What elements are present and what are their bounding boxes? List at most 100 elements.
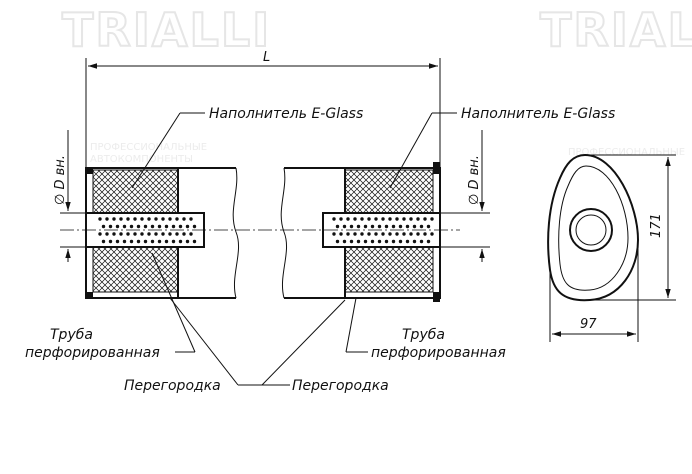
perforation-hole — [346, 232, 350, 236]
perforation-hole — [416, 232, 420, 236]
perforation-hole — [178, 224, 183, 229]
perforation-hole — [189, 217, 193, 221]
perforation-hole — [388, 232, 392, 236]
perforation-hole — [398, 224, 403, 229]
perforation-hole — [335, 224, 340, 229]
perforation-hole — [122, 224, 127, 229]
width-label: 97 — [580, 317, 597, 332]
perforation-hole — [171, 224, 176, 229]
perforation-hole — [367, 217, 371, 221]
perforation-hole — [126, 232, 130, 236]
perforation-hole — [374, 232, 378, 236]
pipe-label-left-line2: перфорированная — [25, 345, 160, 361]
perforation-hole — [360, 217, 364, 221]
perforation-hole — [119, 217, 123, 221]
perforation-hole — [129, 239, 134, 244]
filler-label-left: Наполнитель E-Glass — [209, 106, 363, 122]
perforation-hole — [168, 217, 172, 221]
pipe-label-right-line1: Труба — [402, 327, 445, 343]
perforation-hole — [356, 239, 361, 244]
pipe-label-right-line2: перфорированная — [371, 345, 506, 361]
perforation-hole — [388, 217, 392, 221]
perforation-hole — [185, 239, 190, 244]
perforation-hole — [98, 217, 102, 221]
perforation-hole — [353, 217, 357, 221]
svg-text:ПРОФЕССИОНАЛЬНЫЕ: ПРОФЕССИОНАЛЬНЫЕ — [568, 147, 685, 158]
perforation-hole — [332, 232, 336, 236]
perforation-hole — [370, 239, 375, 244]
perforation-hole — [339, 217, 343, 221]
perforation-hole — [108, 239, 113, 244]
perforation-hole — [157, 224, 162, 229]
perforation-hole — [402, 232, 406, 236]
perforation-hole — [409, 217, 413, 221]
perforation-hole — [384, 224, 389, 229]
perforation-hole — [349, 224, 354, 229]
baffle-label-left: Перегородка — [124, 378, 221, 394]
perforation-hole — [423, 217, 427, 221]
perforation-hole — [143, 239, 148, 244]
perforation-hole — [398, 239, 403, 244]
perforation-hole — [157, 239, 162, 244]
perforation-hole — [416, 217, 420, 221]
perforation-hole — [171, 239, 176, 244]
perforation-hole — [192, 239, 197, 244]
perforation-hole — [150, 224, 155, 229]
pipe-holes-right — [332, 217, 434, 244]
perforation-hole — [182, 217, 186, 221]
perforation-hole — [101, 224, 106, 229]
perforation-hole — [405, 224, 410, 229]
perforation-hole — [143, 224, 148, 229]
perforation-hole — [119, 232, 123, 236]
perforation-hole — [381, 217, 385, 221]
perforation-hole — [381, 232, 385, 236]
perforation-hole — [154, 217, 158, 221]
perforation-hole — [377, 224, 382, 229]
perforation-hole — [405, 239, 410, 244]
perforation-hole — [423, 232, 427, 236]
perforation-hole — [105, 217, 109, 221]
length-label: L — [263, 50, 270, 65]
svg-text:ПРОФЕССИОНАЛЬНЫЕ: ПРОФЕССИОНАЛЬНЫЕ — [90, 142, 207, 153]
muffler-left-section — [85, 167, 240, 299]
perforation-hole — [395, 232, 399, 236]
perforation-hole — [363, 224, 368, 229]
perforation-hole — [360, 232, 364, 236]
perforation-hole — [374, 217, 378, 221]
perforation-hole — [147, 232, 151, 236]
filler-label-right: Наполнитель E-Glass — [461, 106, 615, 122]
perforation-hole — [115, 239, 120, 244]
perforation-hole — [178, 239, 183, 244]
perforation-hole — [339, 232, 343, 236]
leader-lines — [131, 112, 457, 386]
cross-section-view: 171 97 — [547, 153, 676, 342]
svg-text:TRIALLI: TRIALLI — [62, 3, 271, 57]
perforation-hole — [150, 239, 155, 244]
perforation-hole — [164, 224, 169, 229]
perforation-hole — [367, 232, 371, 236]
perforation-hole — [136, 239, 141, 244]
perforation-hole — [182, 232, 186, 236]
perforation-hole — [164, 239, 169, 244]
height-label: 171 — [649, 213, 664, 238]
perforation-hole — [147, 217, 151, 221]
perforation-hole — [370, 224, 375, 229]
perforation-hole — [402, 217, 406, 221]
perforation-hole — [108, 224, 113, 229]
perforation-hole — [377, 239, 382, 244]
perforation-hole — [363, 239, 368, 244]
pipe-label-left-line1: Труба — [50, 327, 93, 343]
perforation-hole — [342, 239, 347, 244]
perforation-hole — [140, 232, 144, 236]
perforation-hole — [192, 224, 197, 229]
perforation-hole — [395, 217, 399, 221]
perforation-hole — [140, 217, 144, 221]
perforation-hole — [430, 217, 434, 221]
perforation-hole — [419, 224, 424, 229]
perforation-hole — [129, 224, 134, 229]
length-dimension: L — [85, 50, 441, 168]
perforation-hole — [112, 232, 116, 236]
perforation-hole — [126, 217, 130, 221]
perforation-hole — [346, 217, 350, 221]
